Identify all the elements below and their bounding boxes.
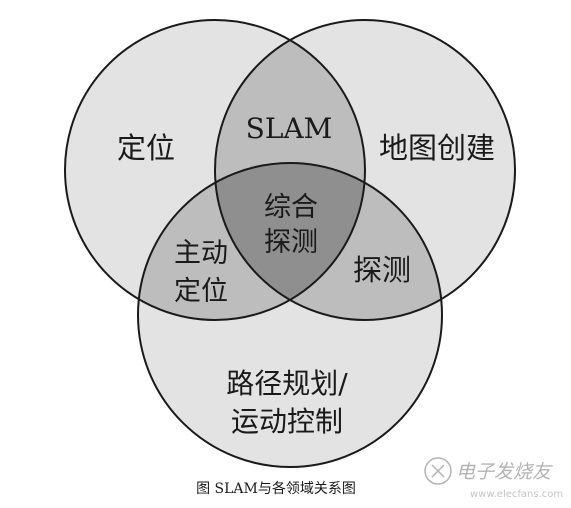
- mapping-circle-outline: [214, 19, 516, 321]
- path-planning-label-line2: 运动控制: [231, 405, 343, 438]
- localization-label: 定位: [117, 131, 175, 165]
- integrated-exploration-label-line1: 综合: [264, 192, 318, 223]
- figure-caption: 图 SLAM与各领域关系图: [196, 481, 356, 497]
- watermark-brand: 电子发烧友: [456, 461, 553, 483]
- active-localization-label-line1: 主动: [174, 238, 228, 269]
- path-planning-label-line1: 路径规划/: [226, 367, 348, 400]
- integrated-exploration-label-line2: 探测: [264, 227, 318, 258]
- mapping-label: 地图创建: [379, 131, 495, 165]
- slam-label: SLAM: [246, 112, 333, 145]
- watermark-emblem-icon: [424, 457, 452, 485]
- exploration-label: 探测: [353, 253, 411, 287]
- watermark-url: www.elecfans.com: [470, 489, 563, 500]
- planning-circle-outline: [137, 162, 443, 468]
- active-localization-label-line2: 定位: [174, 276, 228, 307]
- watermark-logo: 电子发烧友 www.elecfans.com: [424, 457, 563, 500]
- localization-circle-outline: [64, 19, 366, 321]
